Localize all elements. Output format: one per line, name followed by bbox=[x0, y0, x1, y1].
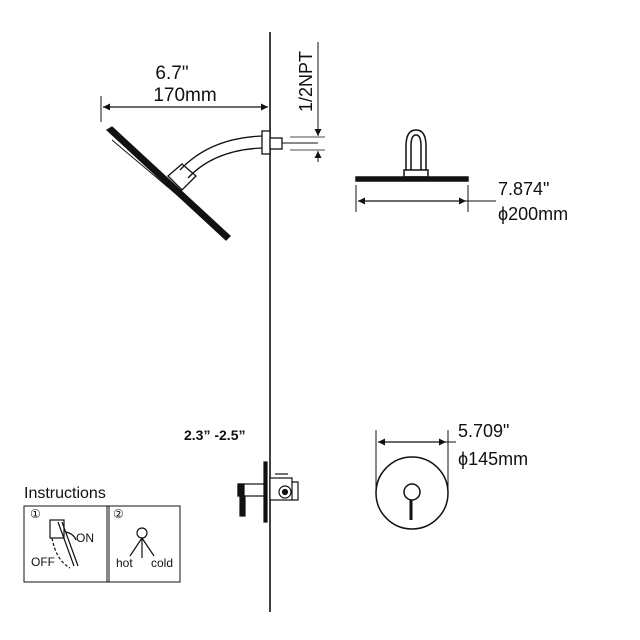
side-view-shower-arm bbox=[105, 126, 318, 241]
front-view-shower-head bbox=[355, 129, 469, 182]
cold-label: cold bbox=[151, 556, 173, 570]
head-diameter-dimension: 7.874" ϕ200mm bbox=[355, 179, 568, 224]
reach-mm-label: 170mm bbox=[153, 85, 216, 106]
off-label: OFF bbox=[31, 555, 55, 569]
front-view-trim bbox=[375, 456, 449, 530]
reach-inch-label: 6.7" bbox=[155, 63, 188, 84]
instructions-panel: Instructions ① ON OFF ② hot cold bbox=[23, 485, 181, 583]
trim-diameter-mm-label: ϕ145mm bbox=[458, 449, 528, 469]
trim-diameter-inch-label: 5.709" bbox=[458, 421, 509, 441]
thread-label: 1/2NPT bbox=[296, 51, 316, 112]
step1-marker: ① bbox=[30, 507, 41, 521]
step2-marker: ② bbox=[113, 507, 124, 521]
trim-diameter-dimension: 5.709" ϕ145mm bbox=[375, 421, 528, 492]
head-diameter-mm-label: ϕ200mm bbox=[498, 204, 568, 224]
lever-handle-icon bbox=[49, 519, 79, 569]
thread-dimension: 1/2NPT bbox=[290, 42, 325, 162]
on-label: ON bbox=[76, 531, 94, 545]
head-diameter-inch-label: 7.874" bbox=[498, 179, 549, 199]
reach-dimension: 6.7" 170mm bbox=[100, 63, 268, 122]
hot-label: hot bbox=[116, 556, 133, 570]
side-view-valve bbox=[237, 461, 299, 523]
wall-depth-dimension: 2.3” -2.5” bbox=[184, 418, 271, 446]
instructions-title: Instructions bbox=[24, 485, 106, 502]
wall-depth-label: 2.3” -2.5” bbox=[184, 427, 245, 443]
temperature-direction-icon bbox=[129, 527, 155, 558]
